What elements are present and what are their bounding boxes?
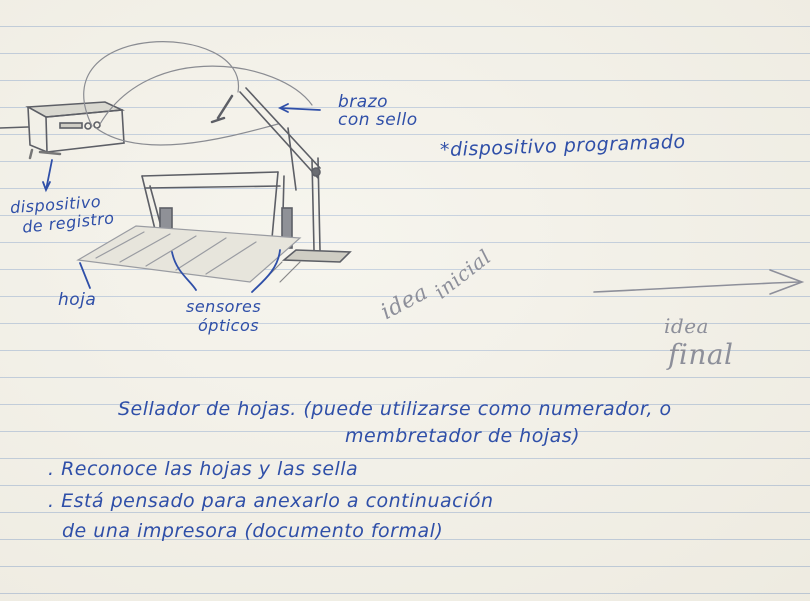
notes-line-1: Sellador de hojas. (puede utilizarse com… [118, 398, 672, 420]
sheet-drawing [76, 225, 302, 283]
notes-line-5: de una impresora (documento formal) [62, 520, 444, 542]
arrow-dispositivo [42, 159, 53, 193]
arrow-hoja [79, 262, 91, 289]
label-brazo: brazo [338, 92, 389, 112]
label-sensores: sensores [186, 297, 262, 316]
notes-line-3: . Reconoce las hojas y las sella [48, 458, 359, 480]
label-idea-final-2: final [668, 338, 734, 371]
notes-line-4: . Está pensado para anexarlo a continuac… [48, 490, 494, 512]
label-opticos: ópticos [198, 316, 260, 335]
label-con-sello: con sello [338, 110, 418, 130]
arrow-brazo [277, 103, 321, 113]
arrow-sensores [171, 249, 281, 293]
label-idea-final-1: idea [664, 314, 709, 338]
registration-device-drawing [0, 101, 125, 160]
stamp-arm-drawing [210, 87, 352, 283]
final-idea-arrow [593, 269, 805, 295]
label-hoja: hoja [58, 290, 97, 310]
notes-line-2: membretador de hojas) [345, 425, 581, 447]
